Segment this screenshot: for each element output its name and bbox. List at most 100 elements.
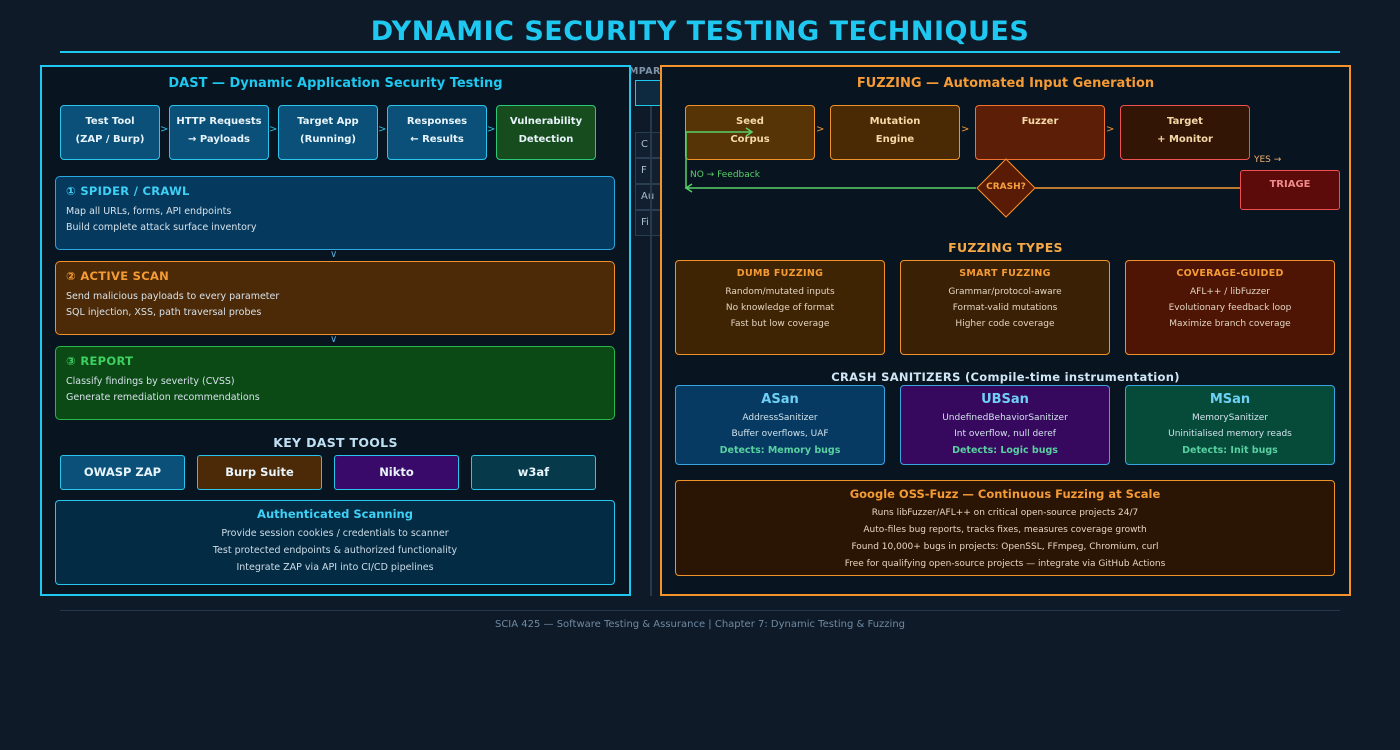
no-feedback-arrowhead [684, 183, 693, 193]
step-heading: ② ACTIVE SCAN [66, 269, 170, 283]
oss-fuzz-heading: Google OSS-Fuzz — Continuous Fuzzing at … [849, 487, 1161, 501]
dast-title: DAST — Dynamic Application Security Test… [168, 76, 503, 91]
fuzz-flow-target-monitor: Target + Monitor [1120, 105, 1250, 160]
fuzz-type-line: Format-valid mutations [952, 303, 1058, 313]
flow-arrow-icon: > [1106, 124, 1115, 135]
flow-arrow-icon: > [160, 124, 169, 135]
step-text: Map all URLs, forms, API endpoints [66, 206, 232, 217]
flow-arrow-icon: > [487, 124, 496, 135]
fuzzing-title: FUZZING — Automated Input Generation [856, 76, 1155, 91]
flow-arrow-icon: > [269, 124, 278, 135]
title-divider [60, 51, 1340, 53]
dast-flow-target-app: Target App (Running) [278, 105, 378, 160]
step-heading: ① SPIDER / CRAWL [66, 184, 190, 198]
sanitizer-description: Uninitialised memory reads [1168, 429, 1292, 439]
fuzz-type-line: AFL++ / libFuzzer [1190, 287, 1270, 297]
fuzz-flow-fuzzer: Fuzzer [975, 105, 1105, 160]
down-arrow-icon: ∨ [330, 249, 338, 260]
yes-label: YES → [1254, 155, 1282, 165]
dast-flow-vulnerability-detection: Vulnerability Detection [496, 105, 596, 160]
auth-line: Integrate ZAP via API into CI/CD pipelin… [236, 562, 434, 573]
dast-step-active-scan: ② ACTIVE SCAN Send malicious payloads to… [55, 261, 615, 335]
fuzz-type-line: Grammar/protocol-aware [948, 287, 1062, 297]
fuzz-type-heading: COVERAGE-GUIDED [1176, 268, 1284, 279]
crash-decision-label: CRASH? [986, 182, 1026, 192]
fuzz-type-line: Fast but low coverage [730, 319, 830, 329]
fuzz-type-heading: SMART FUZZING [959, 268, 1051, 279]
flow-line: Vulnerability [509, 116, 583, 127]
step-heading: ③ REPORT [66, 354, 134, 368]
sanitizer-full-name: UndefinedBehaviorSanitizer [942, 413, 1068, 423]
fuzz-type-line: Evolutionary feedback loop [1168, 303, 1292, 313]
sanitizer-asan: ASan AddressSanitizer Buffer overflows, … [675, 385, 885, 465]
sanitizer-full-name: MemorySanitizer [1191, 413, 1269, 423]
tool-w3af: w3af [471, 455, 596, 490]
flow-line: Detection [518, 134, 574, 145]
sanitizer-ubsan: UBSan UndefinedBehaviorSanitizer Int ove… [900, 385, 1110, 465]
tool-burp-suite: Burp Suite [197, 455, 322, 490]
fuzz-type-coverage-guided: COVERAGE-GUIDED AFL++ / libFuzzer Evolut… [1125, 260, 1335, 355]
tool-nikto: Nikto [334, 455, 459, 490]
sanitizer-msan: MSan MemorySanitizer Uninitialised memor… [1125, 385, 1335, 465]
step-text: Generate remediation recommendations [66, 392, 260, 403]
sanitizers-title: CRASH SANITIZERS (Compile-time instrumen… [831, 370, 1180, 384]
oss-fuzz-box: Google OSS-Fuzz — Continuous Fuzzing at … [675, 480, 1335, 576]
fuzz-type-line: Maximize branch coverage [1169, 319, 1291, 329]
dast-step-report: ③ REPORT Classify findings by severity (… [55, 346, 615, 420]
auth-line: Test protected endpoints & authorized fu… [212, 545, 458, 556]
flow-line: Engine [875, 134, 915, 145]
flow-line: (Running) [300, 134, 356, 145]
oss-fuzz-line: Auto-files bug reports, tracks fixes, me… [863, 525, 1147, 535]
sanitizer-full-name: AddressSanitizer [742, 413, 818, 423]
footer-divider [60, 610, 1340, 611]
sanitizer-name: UBSan [981, 392, 1029, 407]
page-title: DYNAMIC SECURITY TESTING TECHNIQUES [370, 16, 1030, 47]
fuzz-type-dumb: DUMB FUZZING Random/mutated inputs No kn… [675, 260, 885, 355]
fuzz-type-line: No knowledge of format [725, 303, 835, 313]
triage-box: TRIAGE [1240, 170, 1340, 210]
flow-line: Target [1167, 116, 1203, 127]
sanitizer-detects: Detects: Logic bugs [952, 445, 1058, 456]
oss-fuzz-line: Free for qualifying open-source projects… [844, 559, 1166, 569]
step-text: Build complete attack surface inventory [66, 222, 257, 233]
sanitizer-description: Buffer overflows, UAF [731, 429, 829, 439]
oss-fuzz-line: Found 10,000+ bugs in projects: OpenSSL,… [851, 542, 1159, 552]
down-arrow-icon: ∨ [330, 334, 338, 345]
fuzz-type-heading: DUMB FUZZING [736, 268, 824, 279]
sanitizer-description: Int overflow, null deref [954, 429, 1056, 439]
flow-line: ← Results [410, 134, 464, 145]
sanitizer-name: MSan [1209, 392, 1251, 407]
sanitizer-detects: Detects: Init bugs [1182, 445, 1278, 456]
no-feedback-label: NO → Feedback [690, 170, 760, 180]
step-text: Send malicious payloads to every paramet… [66, 291, 280, 302]
flow-line: HTTP Requests [176, 116, 262, 127]
fuzz-type-line: Random/mutated inputs [725, 287, 835, 297]
authenticated-scanning-box: Authenticated Scanning Provide session c… [55, 500, 615, 585]
dast-flow-responses: Responses ← Results [387, 105, 487, 160]
flow-line: Seed [736, 116, 764, 127]
flow-line: Responses [406, 116, 468, 127]
flow-line: + Monitor [1157, 134, 1213, 145]
flow-line: Fuzzer [1021, 116, 1059, 127]
fuzzing-types-title: FUZZING TYPES [948, 240, 1063, 255]
dast-step-spider: ① SPIDER / CRAWL Map all URLs, forms, AP… [55, 176, 615, 250]
step-text: Classify findings by severity (CVSS) [66, 376, 235, 387]
auth-heading: Authenticated Scanning [257, 507, 413, 521]
flow-arrow-icon: > [378, 124, 387, 135]
flow-arrow-icon: > [816, 124, 825, 135]
auth-line: Provide session cookies / credentials to… [221, 528, 449, 539]
fuzz-type-line: Higher code coverage [955, 319, 1055, 329]
flow-line: Mutation [869, 116, 921, 127]
fuzz-type-smart: SMART FUZZING Grammar/protocol-aware For… [900, 260, 1110, 355]
tool-owasp-zap: OWASP ZAP [60, 455, 185, 490]
dast-flow-http-requests: HTTP Requests → Payloads [169, 105, 269, 160]
sanitizer-name: ASan [761, 392, 799, 407]
sanitizer-detects: Detects: Memory bugs [719, 445, 841, 456]
footer-text: SCIA 425 — Software Testing & Assurance … [494, 619, 906, 630]
oss-fuzz-line: Runs libFuzzer/AFL++ on critical open-so… [871, 508, 1139, 518]
step-text: SQL injection, XSS, path traversal probe… [66, 307, 262, 318]
feedback-loop-connectors [684, 127, 1240, 193]
flow-line: (ZAP / Burp) [75, 134, 145, 145]
dast-flow-test-tool: Test Tool (ZAP / Burp) [60, 105, 160, 160]
flow-line: Test Tool [85, 116, 135, 127]
